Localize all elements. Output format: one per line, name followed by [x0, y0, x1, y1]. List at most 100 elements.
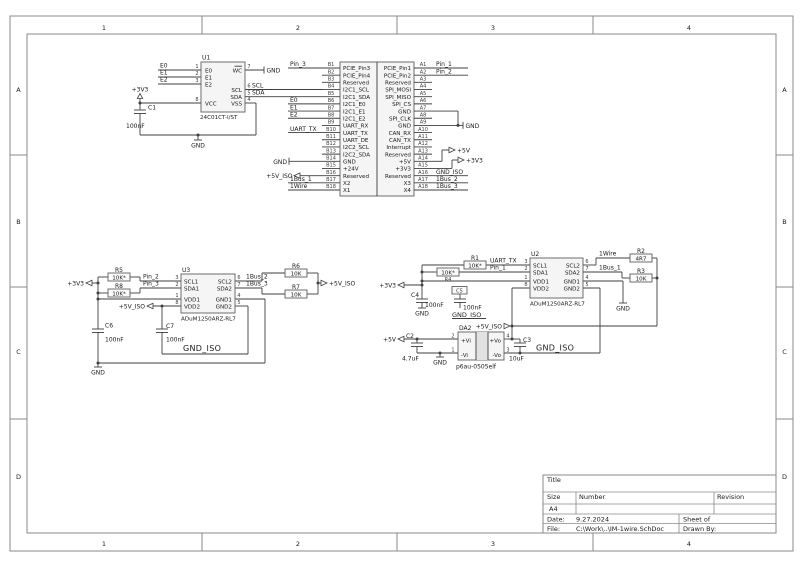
- pin-number: 2: [451, 333, 454, 339]
- net-label-scl: SCL: [252, 82, 264, 89]
- u1-pin-wc: WC: [233, 68, 243, 74]
- pin-number: 2: [175, 282, 178, 288]
- resistor-r3: [629, 273, 653, 283]
- gnd-symbol-c4: GND: [415, 311, 429, 318]
- c7-ref: C7: [166, 323, 174, 330]
- power-port-3v3-icon: [457, 156, 465, 164]
- connector-pin-b: B6: [328, 98, 335, 104]
- u1-eeprom: U1 24C01CT-I/ST E0 E1 E2 +3V3 C1 100nF G…: [126, 55, 322, 150]
- power-port-5viso-icon: [503, 322, 511, 330]
- r4-value: 10K*: [441, 271, 455, 277]
- title-block: Title Size Number Revision A4 Date: 9.27…: [542, 474, 777, 534]
- connector-pin-label-right: GND: [398, 124, 411, 130]
- da2-pin-von: -Vo: [492, 353, 501, 359]
- connector-pin-a: A5: [420, 91, 427, 97]
- net-label: Pin_3: [290, 61, 306, 68]
- u3-pin-sda1: SDA1: [184, 286, 200, 292]
- number-label: Number: [579, 493, 605, 501]
- pin-number: 2: [524, 266, 527, 272]
- u1-pin-e2: E2: [205, 82, 212, 88]
- power-port-5viso-icon: [293, 172, 301, 179]
- u3-part: ADuM1250ARZ-RL7: [181, 317, 236, 323]
- net-label-e2: E2: [160, 77, 168, 84]
- power-port-5v-icon: [397, 335, 405, 343]
- u1-body: [200, 61, 246, 113]
- da2-ref: DA2: [459, 325, 472, 332]
- pin-number: 5: [237, 300, 240, 306]
- connector-pin-label-right: SPI_CLK: [389, 116, 411, 122]
- pin-number: 3: [175, 275, 178, 281]
- connector-pin-label-left: Reserved: [343, 81, 369, 87]
- power-port-5v-icon: [448, 146, 456, 154]
- pin-number: 6: [247, 83, 250, 89]
- net-label-1bus2: 1Bus_2: [246, 274, 268, 281]
- connector-pin-label-left: I2C1_E1: [343, 109, 366, 115]
- power-port-3v3-icon: [397, 281, 405, 289]
- u3-pin-vdd1: VDD1: [184, 297, 200, 303]
- pin-number: 8: [195, 97, 198, 103]
- r3-value: 10K: [636, 277, 647, 283]
- connector-pin-label-right: SPI_MOSI: [385, 88, 411, 94]
- net-label-gnd-iso: GND_ISO: [183, 344, 221, 353]
- u3-pin-scl1: SCL1: [184, 279, 199, 285]
- net-label: GND_ISO: [436, 169, 463, 176]
- connector-pin-label-left: UART_TX: [343, 131, 368, 137]
- power-port-5v: +5V: [457, 147, 471, 154]
- size-value: A4: [549, 505, 558, 513]
- connector-pin-b: B16: [326, 170, 336, 176]
- u3-body: [180, 273, 236, 314]
- power-port-3v3-icon: [136, 92, 144, 99]
- net-label: 1Bus_2: [436, 176, 458, 183]
- net-label: E1: [290, 104, 298, 111]
- pin-number: 4: [506, 333, 509, 339]
- pin-number: 1: [175, 293, 178, 299]
- drawn-by-label: Drawn By:: [683, 525, 716, 533]
- pin-number: 3: [506, 347, 509, 353]
- resistor-r6: [284, 268, 308, 278]
- u2-pin-gnd2: GND2: [564, 286, 580, 292]
- connector-pin-a: A6: [420, 98, 427, 104]
- connector-pin-label-left: Reserved: [343, 174, 369, 180]
- connector-pin-b: B12: [326, 141, 336, 147]
- c3-value: 10uF: [509, 356, 524, 363]
- net-label-pin3: Pin_3: [143, 281, 159, 288]
- zone-col-label: 4: [687, 540, 691, 548]
- pin-number: 8: [524, 282, 527, 288]
- c4-ref: C4: [411, 292, 419, 299]
- connector-pin-label-left: I2C1_E0: [343, 102, 366, 108]
- net-label-1bus3: 1Bus_3: [246, 281, 268, 288]
- size-label: Size: [547, 493, 560, 501]
- connector-pin-a: A9: [420, 120, 427, 126]
- pin-number: 7: [237, 282, 240, 288]
- c7-value: 100nF: [166, 337, 185, 344]
- r6-ref: R6: [292, 263, 300, 270]
- connector-pin-a: A11: [418, 134, 428, 140]
- r7-ref: R7: [292, 284, 300, 291]
- connector-pin-label-right: PCIE_Pin1: [384, 66, 412, 72]
- power-port-5v: +5V: [383, 337, 397, 344]
- r7-value: 10K: [291, 293, 302, 299]
- connector-pin-a: A7: [420, 105, 427, 111]
- u2-pin-gnd1: GND1: [564, 279, 581, 285]
- u1-pin-vcc: VCC: [205, 102, 217, 108]
- pin-number: 8: [175, 300, 178, 306]
- connector-pin-b: B11: [326, 134, 336, 140]
- c6-value: 100nF: [105, 337, 124, 344]
- net-label: 1Bus_1: [290, 176, 312, 183]
- net-label-gnd-iso-c5: GND_ISO: [452, 311, 481, 319]
- gnd-symbol-u2: GND: [616, 306, 630, 313]
- net-label-1wire: 1Wire: [599, 251, 617, 258]
- connector-pin-b: B18: [326, 184, 336, 190]
- connector-pin-label-left: PCIE_Pin4: [343, 73, 371, 79]
- connector-pin-b: B10: [326, 127, 336, 133]
- u3-isolator-circuit: +3V3 R5 10K* R8 10K* Pin_2 Pin_3 U3 ADuM…: [67, 263, 355, 377]
- u1-pin-vss: VSS: [231, 102, 242, 108]
- zone-row-label: D: [782, 473, 787, 481]
- net-label: Pin_1: [436, 61, 452, 68]
- pin-number: 3: [195, 78, 198, 84]
- pin-number: 5: [585, 282, 588, 288]
- resistor-r7: [284, 289, 308, 299]
- connector-pin-label-left: GND: [343, 159, 356, 165]
- connector-pin-label-right: Reserved: [385, 174, 411, 180]
